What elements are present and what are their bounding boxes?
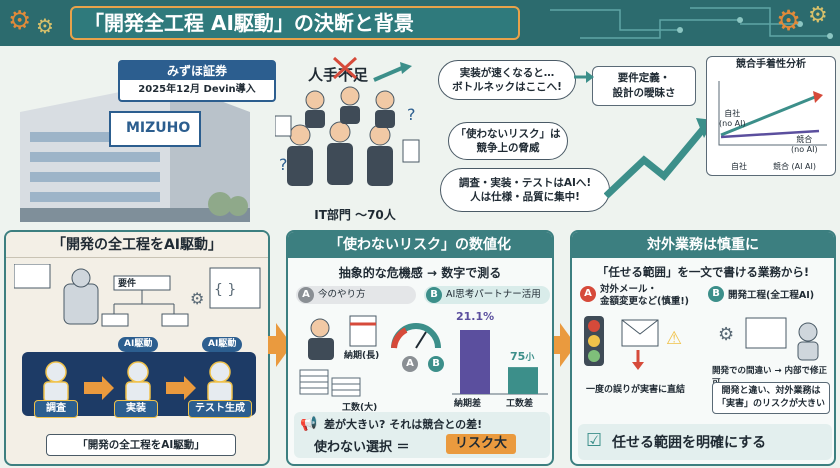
gear-icon: ⚙ [8, 6, 32, 36]
panel3-footer-box: ☑ 任せる範囲を明確にする [578, 424, 832, 460]
axis-comp: 競合 (AI AI) [773, 162, 816, 171]
svg-text:?: ? [407, 105, 416, 124]
panel2-subtitle: 抽象的な危機感 → 数字で測る [338, 266, 502, 280]
competition-panel: 競合手着性分析 自社 (no AI) 競合 (no AI) 自社 競合 (AI … [706, 56, 836, 176]
trend-arrow-icon [604, 118, 714, 199]
option-b-pill: AI思考パートナー活用 [424, 286, 550, 304]
option-b-tag: B [426, 287, 442, 303]
panel1-title: 「開発の全工程をAI駆動」 [6, 232, 268, 258]
option-a-item-deadline: 納期(長) [344, 351, 380, 361]
svg-text:?: ? [279, 155, 288, 174]
workload-illustration [299, 315, 441, 397]
option-a-label: 対外メール・ 金額変更など(慎重!) [600, 284, 690, 307]
svg-text:{ }: { } [214, 282, 236, 298]
option-b-label: 開発工程(全工程AI) [728, 290, 815, 301]
panel-ai-driven: 「開発の全工程をAI駆動」 { } ⚙ 要件 AI駆動 AI駆動 調査 実装 テ… [4, 230, 270, 466]
panel3-footer: 任せる範囲を明確にする [612, 435, 767, 451]
arrow-icon [373, 62, 412, 82]
stage-test-generation: テスト生成 [188, 400, 252, 418]
comp-label: 競合 (no AI) [791, 135, 818, 154]
competition-title: 競合手着性分析 [736, 59, 806, 70]
staff-group: ?? [275, 86, 420, 186]
ai-driven-pill: AI駆動 [118, 337, 159, 352]
risk-bubble: 「使わないリスク」は 競争上の脅威 [448, 122, 568, 160]
conclusion-left: 使わない選択 ＝ [314, 440, 410, 455]
bar-value-effort: 75小 [510, 350, 534, 363]
circuit-decoration: ⚙ ⚙ [550, 3, 833, 39]
flow-arrow [552, 336, 562, 354]
option-a-label: 今のやり方 [318, 289, 366, 300]
page-title: 「開発全工程 AI駆動」の決断と背景 [70, 6, 520, 40]
option-b-tag: B [708, 286, 724, 302]
it-dept-label: IT部門 〜70人 [314, 208, 396, 222]
panel3-subtitle: 「任せる範囲」を一文で書ける業務から! [596, 265, 810, 279]
flow-arrow [268, 336, 278, 354]
question-text: 差が大きい? それは競合との差! [324, 418, 483, 431]
risk-high-badge: リスク大 [446, 434, 516, 454]
panel2-title: 「使わないリスク」の数値化 [288, 232, 552, 258]
option-b-warning: 開発と違い、対外業務は 「実害」のリスクが大きい [712, 382, 830, 414]
company-name: みずほ証券 [120, 62, 274, 80]
stage-implementation: 実装 [114, 400, 158, 418]
requirement-label: 要件 [118, 279, 137, 289]
panel3-title: 対外業務は慎重に [572, 232, 834, 258]
bar-label-deadline: 納期差 [454, 399, 482, 409]
focus-bubble: 調査・実装・テストはAIへ! 人は仕様・品質に集中! [440, 168, 610, 212]
panel-external-work: 対外業務は慎重に 「任せる範囲」を一文で書ける業務から! A 対外メール・ 金額… [570, 230, 836, 466]
requirements-box: 要件定義・ 設計の曖昧さ [592, 66, 696, 106]
building-sign: MIZUHO [126, 120, 191, 136]
option-b-label: AI思考パートナー活用 [446, 289, 541, 300]
robots [43, 361, 233, 403]
company-sub: 2025年12月 Devin導入 [138, 84, 256, 95]
mizuho-building [20, 82, 250, 222]
bar-value-effort-number: 75 [510, 350, 526, 363]
option-a-tag: A [580, 286, 596, 302]
bottleneck-bubble: 実装が速くなると… ボトルネックはここへ! [438, 60, 576, 100]
svg-text:⚙: ⚙ [190, 289, 204, 308]
arrow-icon [574, 71, 594, 83]
company-card: みずほ証券 2025年12月 Devin導入 [118, 60, 276, 102]
megaphone-icon: 📢 [300, 416, 318, 432]
risk-bar-chart [452, 330, 548, 395]
gauge-tag-b: B [428, 356, 444, 372]
svg-text:⚙: ⚙ [776, 4, 801, 37]
svg-text:⚙: ⚙ [718, 324, 734, 345]
cross-icon [332, 56, 358, 80]
svg-text:⚠: ⚠ [666, 328, 682, 349]
robot-workflow: { } ⚙ [14, 264, 261, 327]
panel-risk-quantification: 「使わないリスク」の数値化 抽象的な危機感 → 数字で測る 今のやり方 A AI… [286, 230, 554, 466]
option-a-tag: A [298, 287, 314, 303]
panel1-footer: 「開発の全工程をAI駆動」 [46, 434, 236, 456]
svg-text:⚙: ⚙ [808, 3, 828, 28]
bar-value-effort-suffix: 小 [525, 353, 535, 363]
caution-illustration: ⚠ ⚙ [584, 316, 819, 370]
bar-工数差 [508, 367, 538, 394]
option-a-note: 一度の誤りが実害に直結 [586, 385, 686, 395]
gauge-tag-a: A [402, 356, 418, 372]
bar-納期差 [460, 330, 490, 394]
option-a-item-effort: 工数(大) [342, 403, 378, 413]
bar-value-deadline: 21.1% [456, 310, 495, 323]
ai-driven-pill: AI駆動 [202, 337, 243, 352]
competition-lines [718, 81, 827, 146]
conclusion-box: 📢 差が大きい? それは競合との差! 使わない選択 ＝ リスク大 [294, 412, 550, 458]
stage-research: 調査 [34, 400, 78, 418]
bar-label-effort: 工数差 [506, 399, 534, 409]
checklist-icon: ☑ [586, 430, 603, 451]
axis-self: 自社 [731, 162, 747, 171]
self-label: 自社 (no AI) [719, 109, 746, 128]
gear-icon: ⚙ [36, 14, 54, 38]
option-a-pill: 今のやり方 [296, 286, 416, 304]
